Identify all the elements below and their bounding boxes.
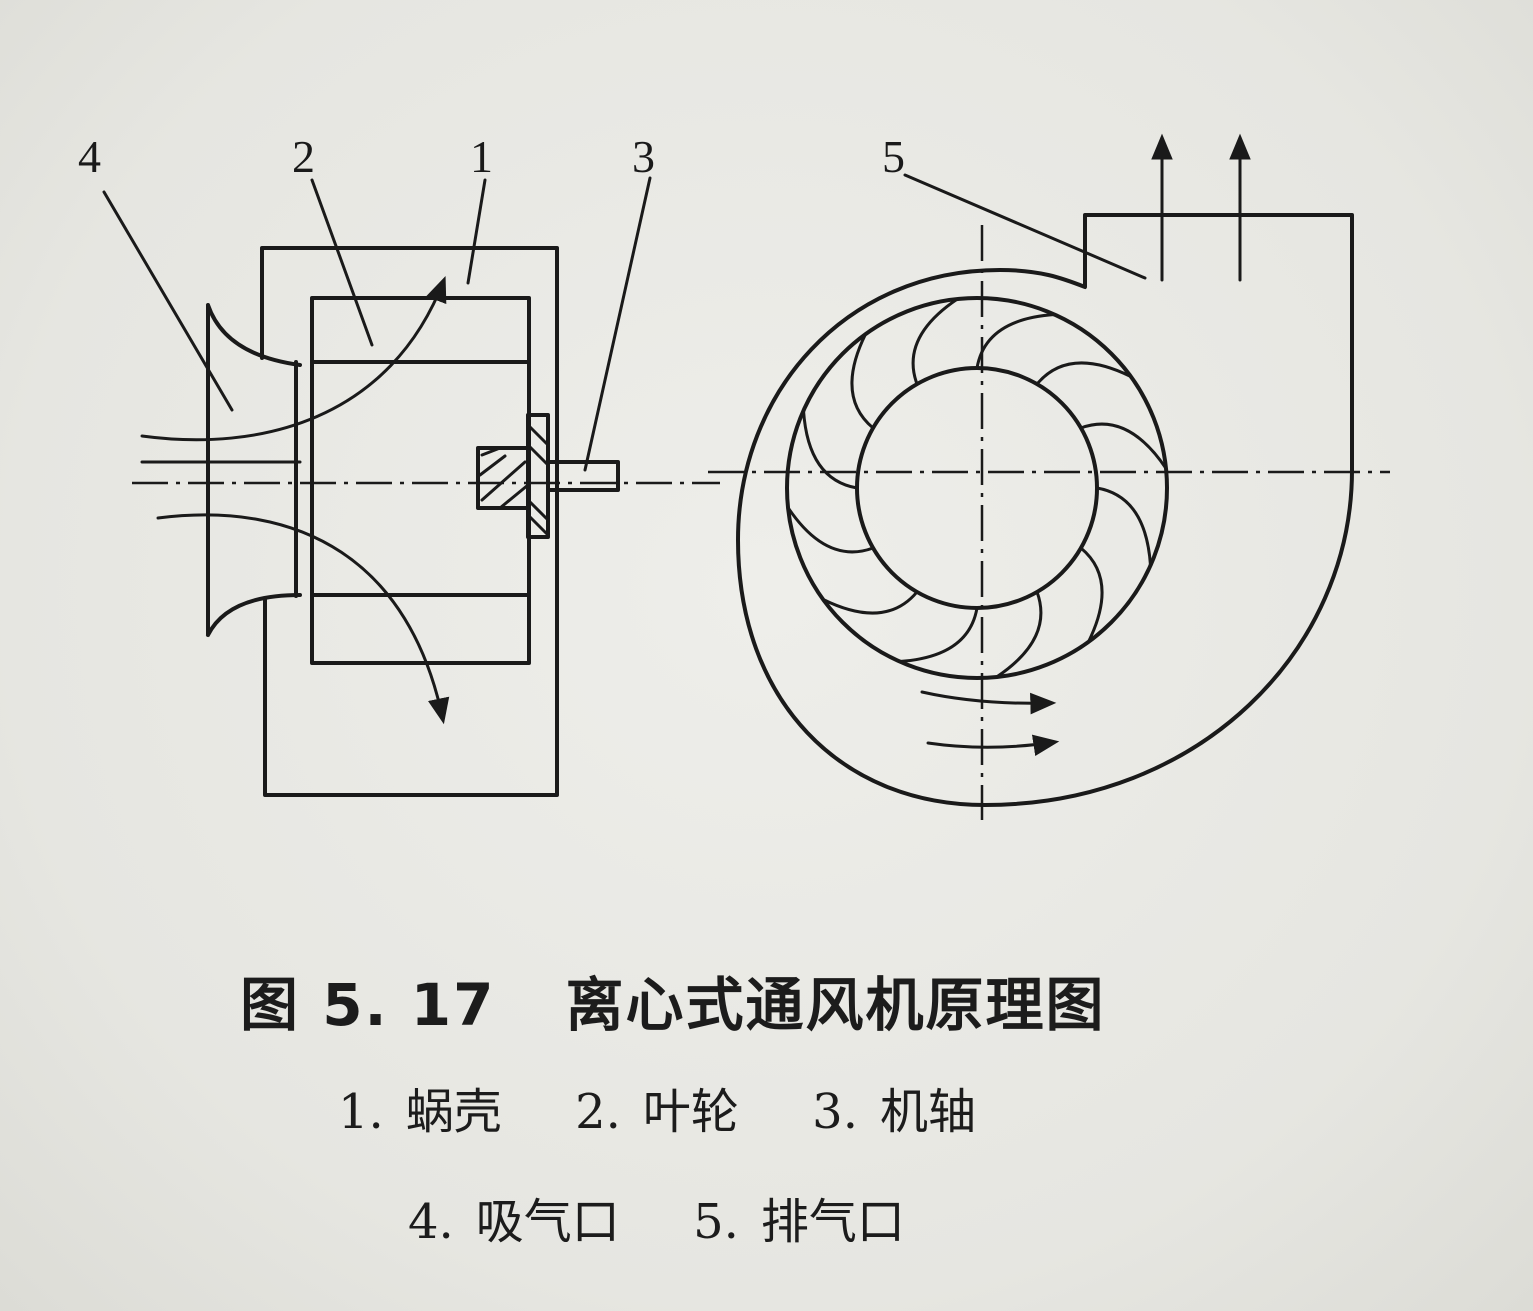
volute-casing-front: [736, 213, 1354, 807]
impeller-blade: [850, 332, 875, 430]
front-view: [708, 133, 1390, 820]
impeller-blade: [911, 297, 959, 386]
shaft-3: [546, 460, 620, 492]
callout-1: 1: [470, 131, 493, 182]
impeller-blades: [786, 297, 1168, 679]
impeller-blade: [1095, 486, 1152, 567]
impeller-blade: [1035, 361, 1133, 386]
side-view: [132, 246, 720, 797]
figure-caption: 图 5. 17 离心式通风机原理图: [240, 958, 1240, 1042]
legend-item: 1.蜗壳: [338, 1084, 502, 1140]
legend-item: 3.机轴: [812, 1084, 976, 1140]
legend-item: 2.叶轮: [575, 1084, 739, 1140]
impeller-blade: [995, 590, 1043, 679]
impeller-blade: [821, 590, 919, 615]
callout-4: 4: [78, 131, 101, 182]
impeller-blade: [1079, 546, 1104, 644]
rotation-flow-arrow: [920, 690, 1057, 715]
callout-2: 2: [292, 131, 315, 182]
leader-line-2: [310, 178, 374, 347]
legend-line-2: 4.吸气口 5.排气口: [408, 1182, 905, 1252]
leader-line-5: [903, 173, 1147, 280]
impeller-side: [310, 296, 531, 665]
legend-line-1: 1.蜗壳 2.叶轮 3.机轴: [338, 1072, 976, 1142]
leader-line-1: [466, 178, 487, 285]
legend-item: 5.排气口: [693, 1194, 905, 1250]
airflow-arrow: [140, 275, 447, 442]
callout-3: 3: [632, 131, 655, 182]
callout-5: 5: [882, 131, 905, 182]
impeller-blade: [898, 606, 979, 663]
leader-line-4: [102, 190, 234, 412]
airflow-arrow: [156, 513, 450, 725]
rotation-flow-arrow: [926, 734, 1060, 756]
impeller-blade: [1079, 422, 1168, 470]
impeller-outer-ring: [785, 296, 1169, 680]
impeller-blade: [786, 506, 875, 554]
suction-inlet-4: [206, 303, 302, 637]
leader-line-3: [583, 176, 652, 472]
figure-number: 图 5. 17: [240, 971, 496, 1039]
legend-item: 4.吸气口: [408, 1194, 620, 1250]
impeller-hub-ring: [855, 366, 1099, 610]
impeller-blade: [802, 409, 859, 490]
figure-title: 离心式通风机原理图: [565, 971, 1106, 1039]
callouts: 4 2 1 3 5: [78, 131, 1147, 472]
impeller-blade: [975, 313, 1056, 370]
centrifugal-fan-diagram: 4 2 1 3 5: [78, 131, 1390, 820]
volute-casing-side: [260, 246, 559, 797]
hub: [476, 413, 550, 539]
